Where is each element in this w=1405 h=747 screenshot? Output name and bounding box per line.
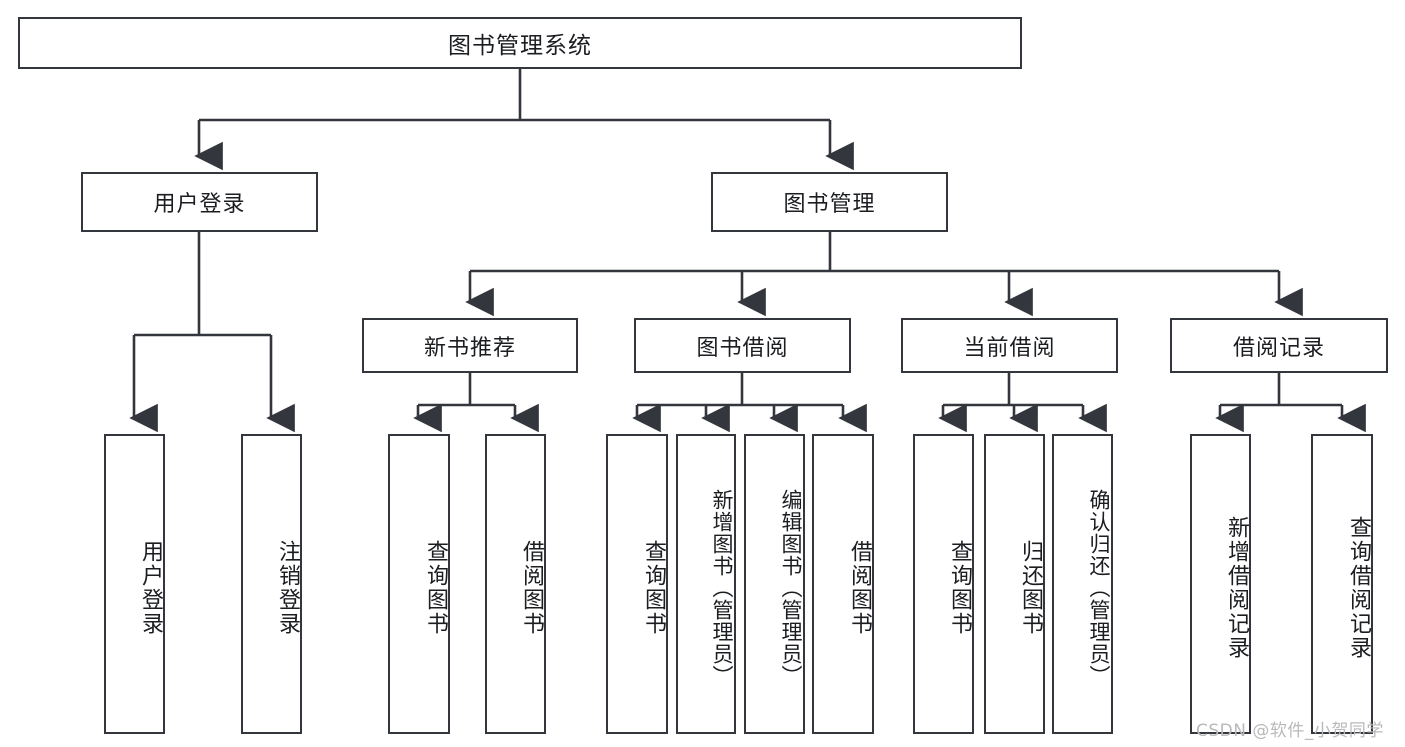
node-book-management-label: 图书管理 [783,192,876,217]
node-book-borrow[interactable]: 图书借阅 [634,318,851,373]
node-borrow-record-label: 借阅记录 [1232,335,1325,361]
node-leaf-add-book[interactable]: 新增图书（管理员） [676,434,736,734]
node-leaf-edit-book[interactable]: 编辑图书（管理员） [744,434,805,734]
node-new-book-recommend-label: 新书推荐 [423,335,516,361]
node-leaf-query-book-3-label: 查询图书 [947,540,972,636]
node-leaf-confirm-return[interactable]: 确认归还（管理员） [1052,434,1113,734]
node-leaf-borrow-book-1[interactable]: 借阅图书 [485,434,546,734]
node-borrow-record[interactable]: 借阅记录 [1170,318,1388,373]
node-leaf-borrow-book-1-label: 借阅图书 [519,540,544,636]
csdn-watermark: CSDN @软件_小贺同学 [1196,716,1384,741]
node-book-borrow-label: 图书借阅 [696,335,789,361]
node-leaf-query-book-1[interactable]: 查询图书 [388,434,450,734]
node-leaf-add-record-label: 新增借阅记录 [1224,516,1249,660]
node-new-book-recommend[interactable]: 新书推荐 [362,318,578,373]
node-leaf-return-book[interactable]: 归还图书 [984,434,1045,734]
node-current-borrow-label: 当前借阅 [963,335,1056,361]
node-leaf-query-record[interactable]: 查询借阅记录 [1311,434,1373,734]
csdn-watermark-text: CSDN @软件_小贺同学 [1196,721,1384,741]
node-current-borrow[interactable]: 当前借阅 [901,318,1118,373]
node-user-login[interactable]: 用户登录 [81,172,318,232]
node-leaf-confirm-return-label: 确认归还（管理员） [1087,489,1111,687]
node-book-management[interactable]: 图书管理 [711,172,948,232]
node-leaf-query-book-2-label: 查询图书 [641,540,666,636]
node-leaf-borrow-book-2-label: 借阅图书 [847,540,872,636]
node-leaf-user-logout[interactable]: 注销登录 [241,434,302,734]
node-leaf-add-book-label: 新增图书（管理员） [710,489,734,687]
node-root[interactable]: 图书管理系统 [18,17,1022,69]
node-leaf-query-book-3[interactable]: 查询图书 [913,434,974,734]
node-root-label: 图书管理系统 [448,33,592,59]
node-leaf-edit-book-label: 编辑图书（管理员） [779,489,803,687]
node-leaf-add-record[interactable]: 新增借阅记录 [1190,434,1251,734]
node-leaf-return-book-label: 归还图书 [1018,540,1043,636]
node-leaf-query-book-1-label: 查询图书 [423,540,448,636]
node-leaf-query-record-label: 查询借阅记录 [1346,516,1371,660]
node-leaf-query-book-2[interactable]: 查询图书 [606,434,668,734]
node-leaf-user-login-label: 用户登录 [138,540,163,636]
node-leaf-user-logout-label: 注销登录 [275,540,300,636]
node-leaf-user-login[interactable]: 用户登录 [104,434,165,734]
node-leaf-borrow-book-2[interactable]: 借阅图书 [812,434,874,734]
node-user-login-label: 用户登录 [153,192,246,217]
